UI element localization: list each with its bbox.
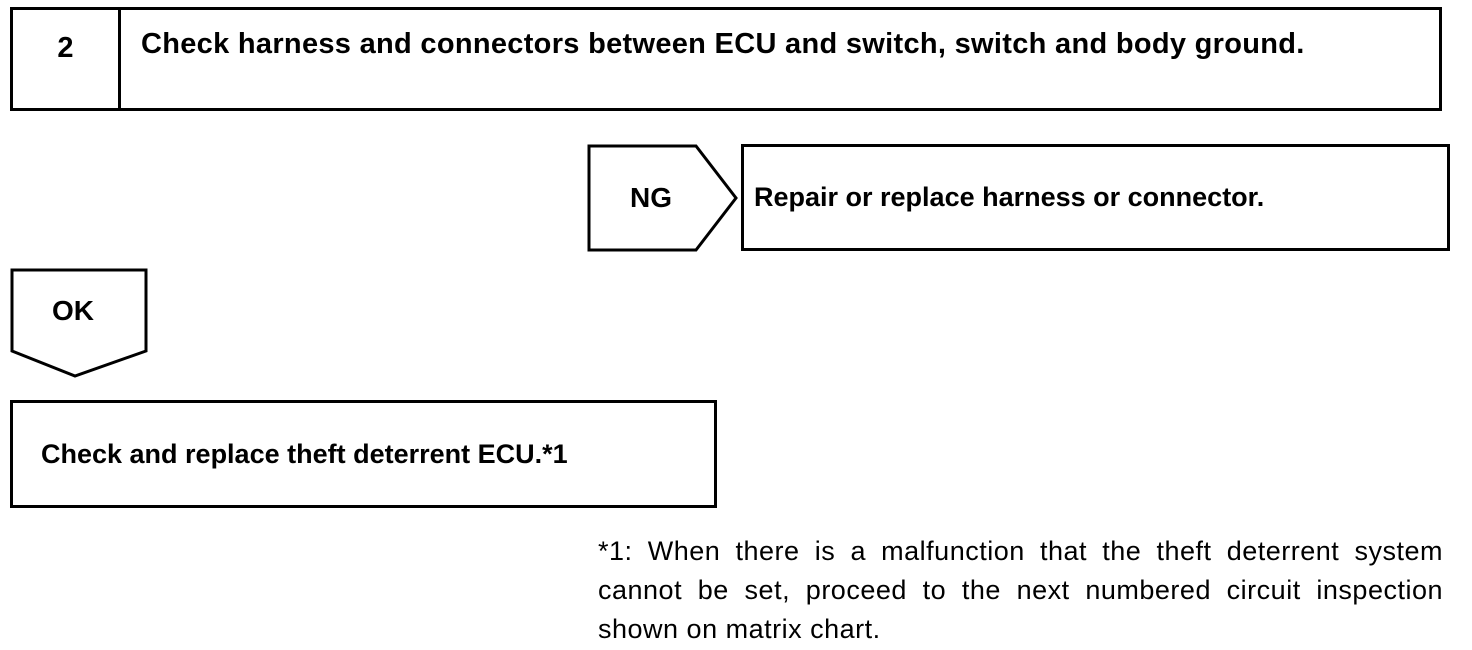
ok-action-box: Check and replace theft deterrent ECU.*1: [10, 400, 717, 508]
ng-action-box: Repair or replace harness or connector.: [741, 144, 1450, 251]
footnote: *1: When there is a malfunction that the…: [598, 536, 1443, 644]
ok-action-text: Check and replace theft deterrent ECU.*1: [41, 438, 568, 469]
step-number: 2: [13, 10, 121, 108]
step-title: Check harness and connectors between ECU…: [141, 28, 1305, 60]
ng-label: NG: [630, 182, 672, 213]
ok-label: OK: [52, 295, 94, 326]
step-header-box: 2 Check harness and connectors between E…: [10, 7, 1442, 111]
ng-arrow-shape: [587, 144, 738, 252]
ok-arrow-shape: [10, 268, 148, 378]
ng-action-text: Repair or replace harness or connector.: [754, 182, 1265, 212]
